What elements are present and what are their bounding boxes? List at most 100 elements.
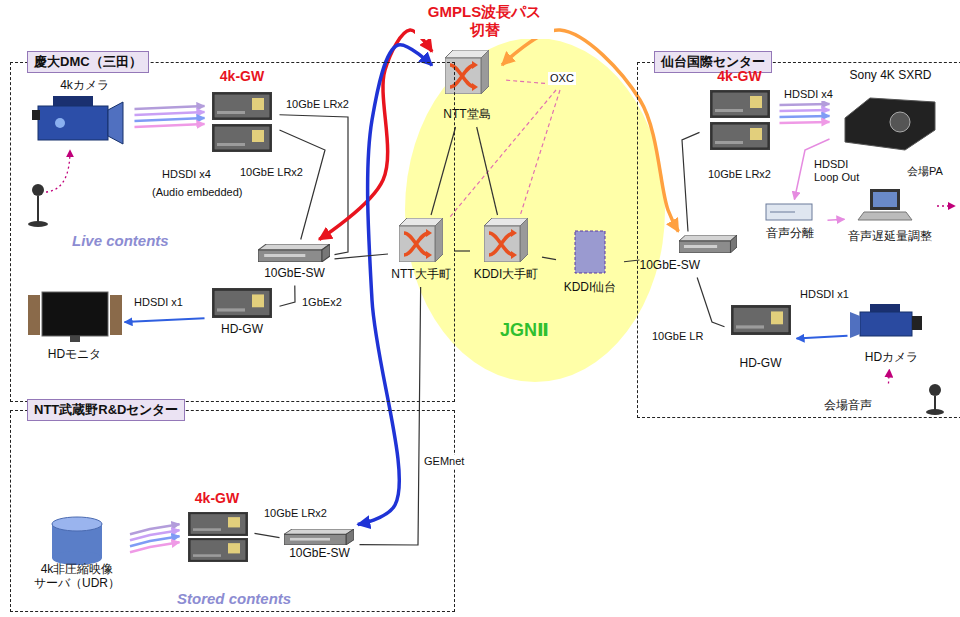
connector-line <box>130 524 180 534</box>
connector-line <box>280 115 349 255</box>
node-label: 4k非圧縮映像 サーバ（UDR） <box>27 562 127 591</box>
kddi-node-box <box>575 231 605 273</box>
video-server <box>52 517 102 565</box>
connector-label: HDSDI Loop Out <box>812 158 868 184</box>
node-label: 10GbE-SW <box>264 266 325 280</box>
site-region: 仙台国際センター4k-GWSony 4K SXRD音声分離音声遅延量調整10Gb… <box>637 62 960 418</box>
region-heading: NTT武蔵野R&Dセンター <box>27 399 185 421</box>
connector-line <box>477 127 498 215</box>
site-region: NTT武蔵野R&Dセンター4k非圧縮映像 サーバ（UDR）4k-GW10GbE-… <box>10 410 455 612</box>
connector <box>431 127 456 215</box>
node-label: 10GbE-SW <box>289 546 350 560</box>
gateway-node: HD-GW <box>205 282 280 352</box>
gateway-node: 4k-GW <box>180 490 255 565</box>
connector-line <box>130 530 180 540</box>
connector-line <box>360 287 421 545</box>
connector <box>280 130 326 240</box>
connector-line <box>335 254 389 259</box>
group-caption: Stored contents <box>175 590 293 608</box>
region-heading: 慶大DMC（三田） <box>27 51 149 73</box>
audio-splitter <box>766 204 812 220</box>
connector <box>358 45 432 525</box>
connector-line <box>135 124 205 127</box>
network-cloud: JGNⅡNTT堂島NTT大手町KDDI大手町KDDI仙台 <box>405 38 665 383</box>
connector-line <box>255 533 280 537</box>
node-label: 4k-GW <box>220 68 264 85</box>
connector-line <box>358 45 432 525</box>
camera-node: HDカメラ <box>848 298 936 370</box>
node-label: HD-GW <box>221 322 263 336</box>
connector-label: 1GbEx2 <box>300 296 344 309</box>
node-label: 音声分離 <box>766 226 814 240</box>
switch-node: 10GbE-SW <box>640 232 740 278</box>
gateway-units <box>188 90 791 562</box>
connector-line <box>135 112 205 115</box>
connector-line <box>780 122 830 123</box>
laptop <box>858 189 955 220</box>
connector-line <box>431 127 456 215</box>
connector-label: 10GbE LRx2 <box>284 98 351 111</box>
node-label: KDDI大手町 <box>474 267 539 281</box>
server-node: 4k非圧縮映像 サーバ（UDR） <box>24 515 130 600</box>
connector <box>682 132 700 231</box>
gateway-node: 4k-GW <box>205 68 280 160</box>
connector-line <box>682 132 700 231</box>
camera-node: 4kカメラ <box>35 78 135 163</box>
node-label: Sony 4K SXRD <box>849 68 931 82</box>
node-label: KDDI仙台 <box>564 280 617 294</box>
group-caption: Live contents <box>70 232 171 250</box>
connector-line <box>697 278 724 327</box>
node-label: 会場音声 <box>824 398 872 412</box>
hd-monitor <box>28 292 122 342</box>
connector-line <box>797 336 848 339</box>
connector-line <box>280 286 296 307</box>
connector <box>477 127 498 215</box>
access-node: KDDI仙台 <box>556 228 624 303</box>
connector-label: 10GbE LRx2 <box>262 507 329 520</box>
oxc-symbols <box>399 50 528 262</box>
node-label: 10GbE-SW <box>640 258 701 272</box>
connector <box>125 318 205 322</box>
connector-label: 10GbE LRx2 <box>706 168 773 181</box>
gateway-node: 4k-GW <box>700 68 780 163</box>
connector-line <box>135 118 205 121</box>
connector-line <box>780 110 830 111</box>
microphone <box>28 150 70 227</box>
connector-line <box>780 116 830 117</box>
connector <box>697 278 724 327</box>
connector <box>454 251 470 252</box>
microphone <box>926 384 944 415</box>
gateway-node: HD-GW <box>725 300 797 382</box>
connector-line <box>828 219 845 220</box>
node-label: HDモニタ <box>48 347 101 361</box>
connector-line <box>454 250 470 251</box>
microphone-node: 会場音声 <box>820 384 956 416</box>
node-label: 4k-GW <box>195 490 239 507</box>
hd-camera <box>850 304 922 338</box>
connector <box>280 115 349 255</box>
connector <box>130 524 180 552</box>
connector-label: HDSDI x1 <box>132 296 185 309</box>
connector-label: 10GbE LR <box>650 330 705 343</box>
audio-node: 音声遅延量調整 <box>845 185 935 249</box>
callout-title: GMPLS波長パス 切替 <box>415 3 554 39</box>
node-label: NTT大手町 <box>391 267 450 281</box>
connector-line <box>888 370 890 384</box>
audio-node: 音声分離 <box>752 200 828 246</box>
node-label: 4kカメラ <box>60 78 109 92</box>
node-label: JGNⅡ <box>500 320 549 342</box>
monitor-node: HDモニタ <box>25 285 125 365</box>
switch-node: 10GbE-SW <box>280 525 360 565</box>
output-label: 会場PA <box>905 165 945 178</box>
connector <box>360 287 421 545</box>
callout-label: OXC <box>548 72 576 85</box>
note-label: (Audio embedded) <box>150 186 245 199</box>
connector-line <box>130 542 180 552</box>
oxc-node: NTT大手町 <box>388 215 454 287</box>
connector <box>828 219 845 220</box>
projector-node: Sony 4K SXRD <box>830 68 952 156</box>
connector-line <box>780 104 830 105</box>
connector-label: GEMnet <box>422 455 466 468</box>
connector-line <box>130 536 180 546</box>
connector-line <box>125 318 205 322</box>
